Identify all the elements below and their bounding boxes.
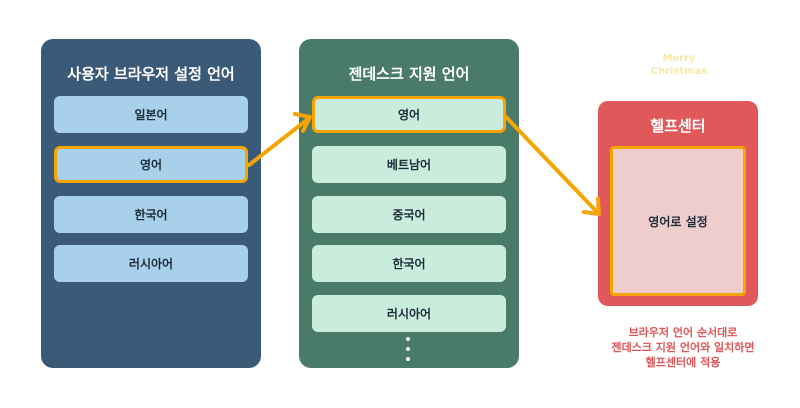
help-center-language-box: 영어로 설정 <box>610 146 746 296</box>
zendesk-language-panel: 젠데스크 지원 언어 영어 베트남어 중국어 한국어 러시아어 <box>299 39 519 368</box>
zendesk-panel-title: 젠데스크 지원 언어 <box>348 65 470 83</box>
note-line: 헬프센터에 적용 <box>645 356 721 369</box>
explanation-note: 브라우저 언어 순서대로 젠데스크 지원 언어와 일치하면 헬프센터에 적용 <box>588 325 778 370</box>
arrowhead-icon <box>293 112 312 133</box>
browser-item-english: 영어 <box>54 146 248 183</box>
merry-christmas-decoration: Merry Christmas <box>650 53 708 77</box>
ellipsis-dot-icon <box>406 337 410 341</box>
browser-item-russian: 러시아어 <box>54 245 248 282</box>
zendesk-item-english: 영어 <box>312 96 506 133</box>
ellipsis-dot-icon <box>406 357 410 361</box>
zendesk-item-russian: 러시아어 <box>312 295 506 332</box>
browser-panel-title: 사용자 브라우저 설정 언어 <box>67 65 235 83</box>
browser-item-korean: 한국어 <box>54 196 248 233</box>
ellipsis-dot-icon <box>406 347 410 351</box>
zendesk-item-korean: 한국어 <box>312 245 506 282</box>
arrow-zendesk-to-helpcenter <box>504 115 600 215</box>
note-line: 젠데스크 지원 언어와 일치하면 <box>611 341 755 354</box>
help-center-title: 헬프센터 <box>650 117 706 135</box>
arrow-browser-to-zendesk <box>247 117 310 167</box>
zendesk-item-chinese: 중국어 <box>312 196 506 233</box>
browser-language-panel: 사용자 브라우저 설정 언어 일본어 영어 한국어 러시아어 <box>41 39 261 368</box>
zendesk-item-vietnamese: 베트남어 <box>312 146 506 183</box>
help-center-panel: 헬프센터 영어로 설정 <box>598 101 758 306</box>
note-line: 브라우저 언어 순서대로 <box>628 326 738 339</box>
browser-item-japanese: 일본어 <box>54 96 248 133</box>
arrowhead-icon <box>582 197 601 216</box>
